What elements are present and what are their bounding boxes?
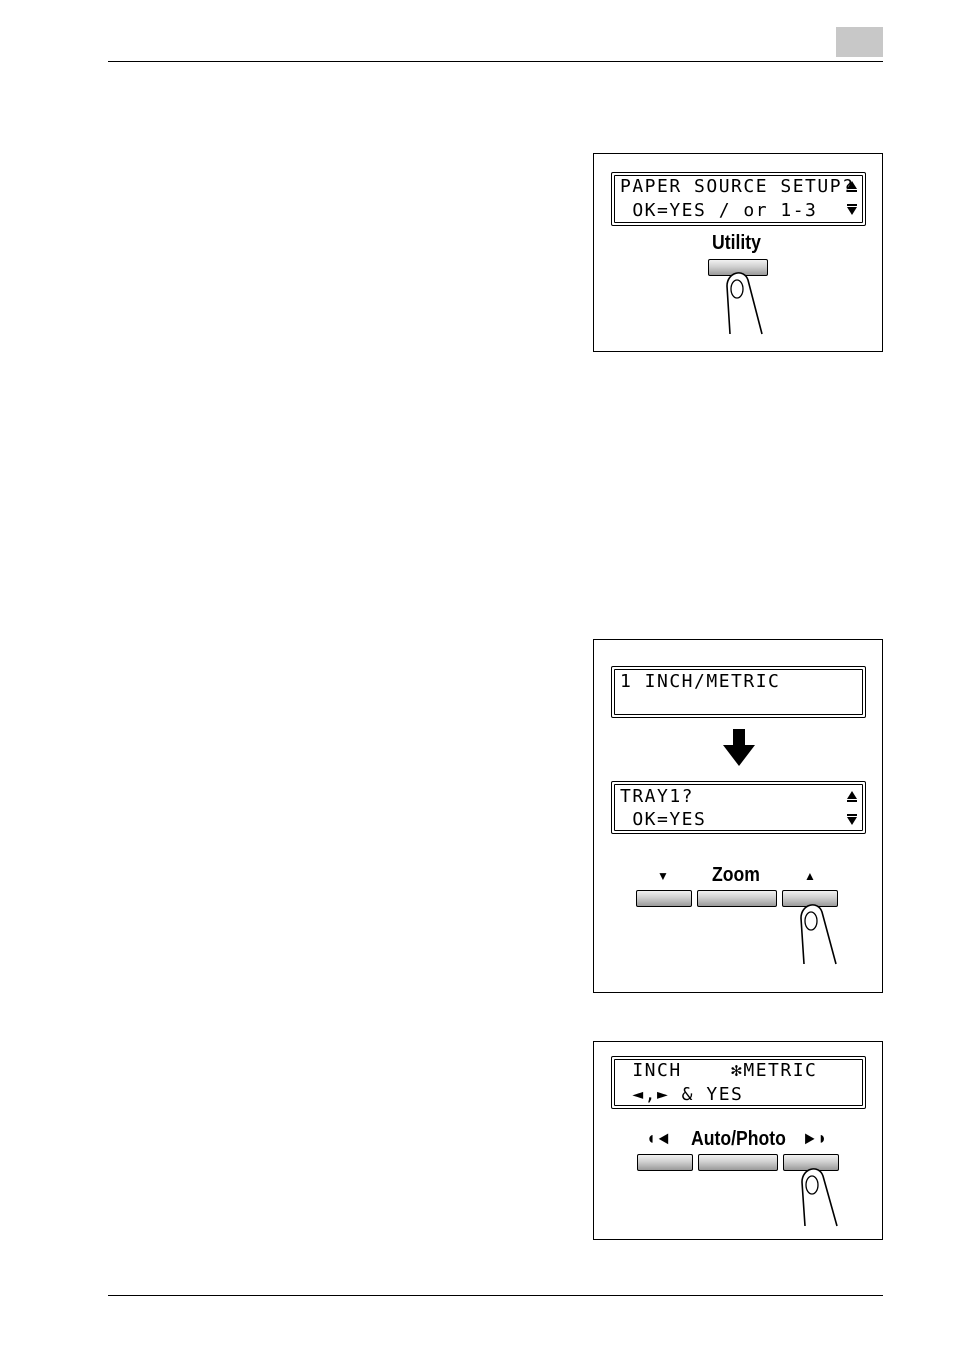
- pressing-finger-icon: [796, 898, 846, 966]
- scroll-down-icon: [846, 204, 858, 216]
- down-key[interactable]: [636, 890, 692, 907]
- lcd-line-1: INCH ✻METRIC: [620, 1061, 817, 1081]
- pressing-finger-icon: [797, 1162, 847, 1228]
- scroll-down-icon: [846, 814, 858, 826]
- transition-arrow-icon: [722, 729, 756, 767]
- lcd-line-2: ◄,► & YES: [620, 1085, 743, 1105]
- lcd-display: PAPER SOURCE SETUP? OK=YES / or 1-3: [611, 172, 866, 226]
- chapter-tab: [836, 27, 883, 57]
- footer-rule: [108, 1295, 883, 1296]
- utility-button-label: Utility: [712, 232, 761, 255]
- lcd-display: INCH ✻METRIC ◄,► & YES: [611, 1056, 866, 1109]
- zoom-key[interactable]: [697, 890, 777, 907]
- down-key-symbol: ▼: [657, 869, 669, 883]
- lcd-display-after: TRAY1? OK=YES: [611, 781, 866, 834]
- scroll-up-icon: [846, 180, 858, 192]
- zoom-button-label: Zoom: [712, 864, 760, 887]
- figure-auto-photo-panel: INCH ✻METRIC ◄,► & YES ◖◄ Auto/Photo ►◗: [593, 1041, 883, 1240]
- auto-photo-button-label: Auto/Photo: [691, 1128, 786, 1151]
- lcd-line-2: OK=YES: [620, 810, 706, 830]
- figure-utility-panel: PAPER SOURCE SETUP? OK=YES / or 1-3 Util…: [593, 153, 883, 352]
- lighter-symbol: ◖◄: [646, 1128, 671, 1149]
- lcd-line-1: TRAY1?: [620, 787, 694, 807]
- auto-photo-key[interactable]: [698, 1154, 778, 1171]
- scroll-up-icon: [846, 790, 858, 802]
- lighter-key[interactable]: [637, 1154, 693, 1171]
- pressing-finger-icon: [722, 264, 772, 336]
- lcd-line-1: PAPER SOURCE SETUP?: [620, 177, 854, 197]
- darker-symbol: ►◗: [802, 1128, 827, 1149]
- lcd-display-before: 1 INCH/METRIC: [611, 666, 866, 718]
- figure-zoom-panel: 1 INCH/METRIC TRAY1? OK=YES ▼ Zoom ▲: [593, 639, 883, 993]
- lcd-line-1: 1 INCH/METRIC: [620, 672, 780, 692]
- header-rule: [108, 61, 883, 62]
- lcd-line-2: OK=YES / or 1-3: [620, 201, 817, 221]
- up-key-symbol: ▲: [804, 869, 816, 883]
